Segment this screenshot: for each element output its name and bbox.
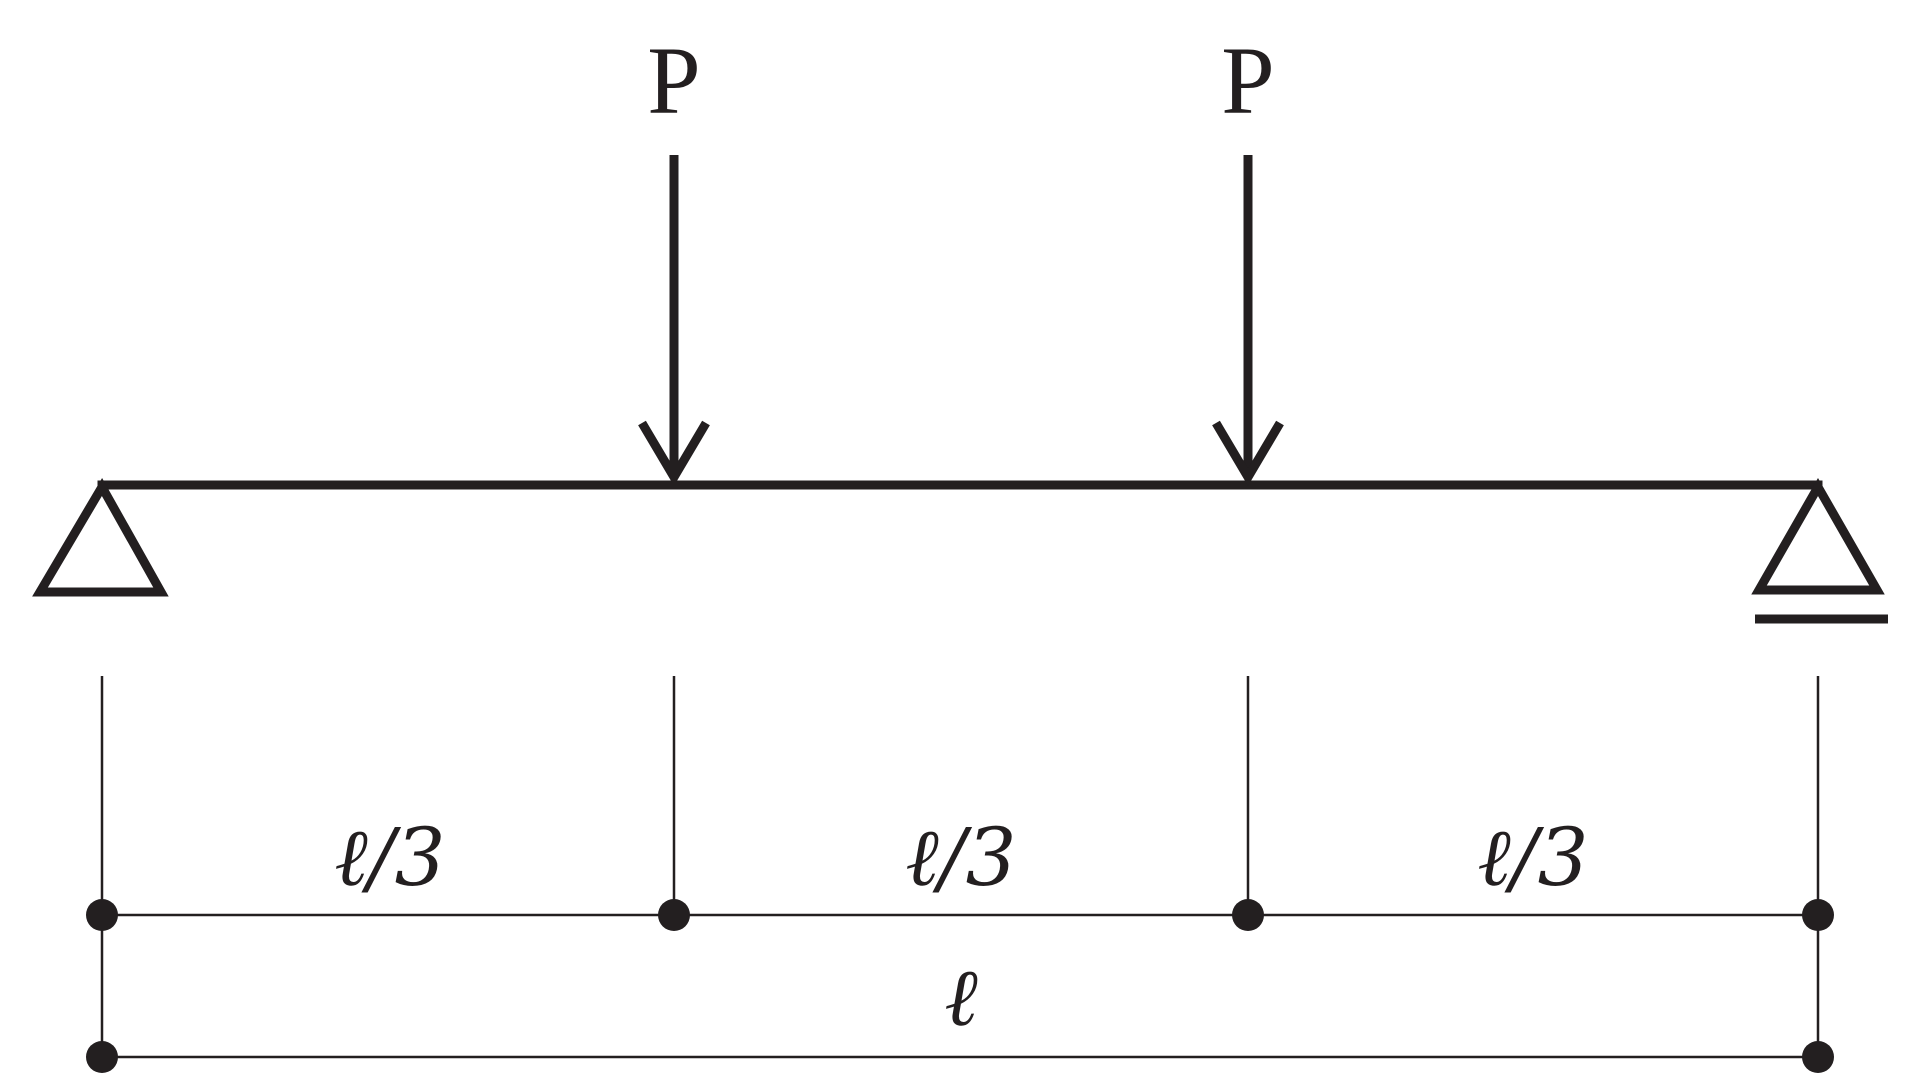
dimension-node (1232, 899, 1264, 931)
load-arrow-2-head (1212, 420, 1284, 486)
segment-label-2: ℓ/3 (905, 811, 1016, 904)
dimension-node (1802, 899, 1834, 931)
roller-support-right (1751, 477, 1888, 624)
roller-support-triangle (1751, 477, 1885, 595)
dimension-node (86, 1041, 118, 1073)
load-arrow-2 (1212, 155, 1284, 486)
load-arrow-1 (638, 155, 710, 486)
dimension-node (86, 899, 118, 931)
dimension-node (1802, 1041, 1834, 1073)
load-label-1: P (647, 27, 700, 134)
pin-support-left (32, 477, 169, 597)
overall-length-label: ℓ (944, 951, 977, 1044)
segment-label-1: ℓ/3 (334, 811, 445, 904)
load-label-2: P (1221, 27, 1274, 134)
dimension-node (658, 899, 690, 931)
segment-label-3: ℓ/3 (1477, 811, 1588, 904)
load-arrow-1-head (638, 420, 710, 486)
